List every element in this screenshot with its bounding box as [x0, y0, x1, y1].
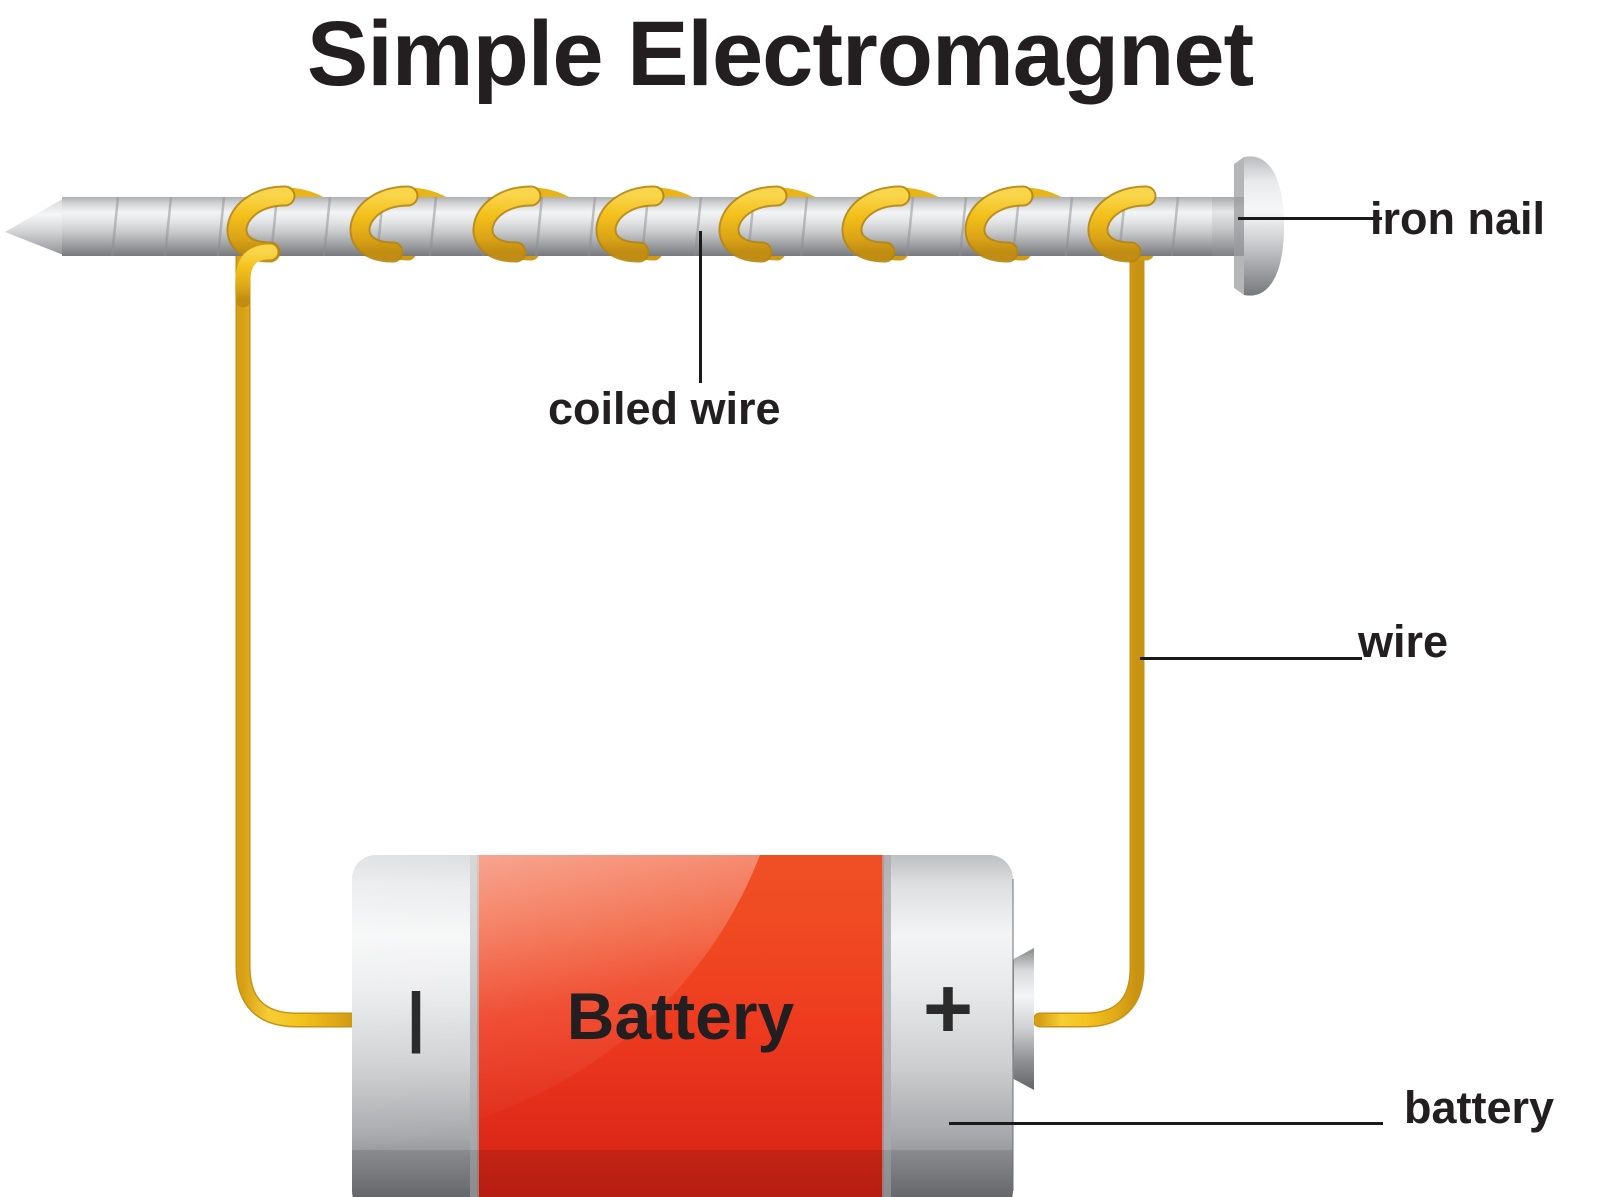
- leader-line-battery: [949, 1122, 1383, 1125]
- leader-line-iron-nail: [1238, 217, 1382, 220]
- coiled-wire-front-turns: [226, 185, 1157, 308]
- page-title: Simple Electromagnet: [306, 3, 1254, 105]
- nail-head: [1244, 156, 1284, 296]
- leader-line-coiled-wire: [699, 231, 702, 383]
- battery-positive-terminal: [1008, 948, 1034, 1090]
- wire-right-segment: [1032, 237, 1145, 1028]
- label-wire: wire: [1358, 616, 1449, 667]
- wire-left-segment: [235, 242, 368, 1028]
- label-iron-nail: iron nail: [1370, 193, 1546, 244]
- battery-positive-symbol: +: [922, 961, 974, 1057]
- nail-tip: [5, 197, 66, 256]
- battery-negative-symbol: |: [406, 979, 426, 1053]
- leader-line-wire: [1140, 657, 1362, 660]
- label-battery: battery: [1404, 1082, 1555, 1133]
- battery-body-label: Battery: [566, 979, 795, 1053]
- battery: [352, 855, 1034, 1197]
- battery-gloss: [352, 855, 760, 1150]
- label-coiled-wire: coiled wire: [548, 383, 781, 434]
